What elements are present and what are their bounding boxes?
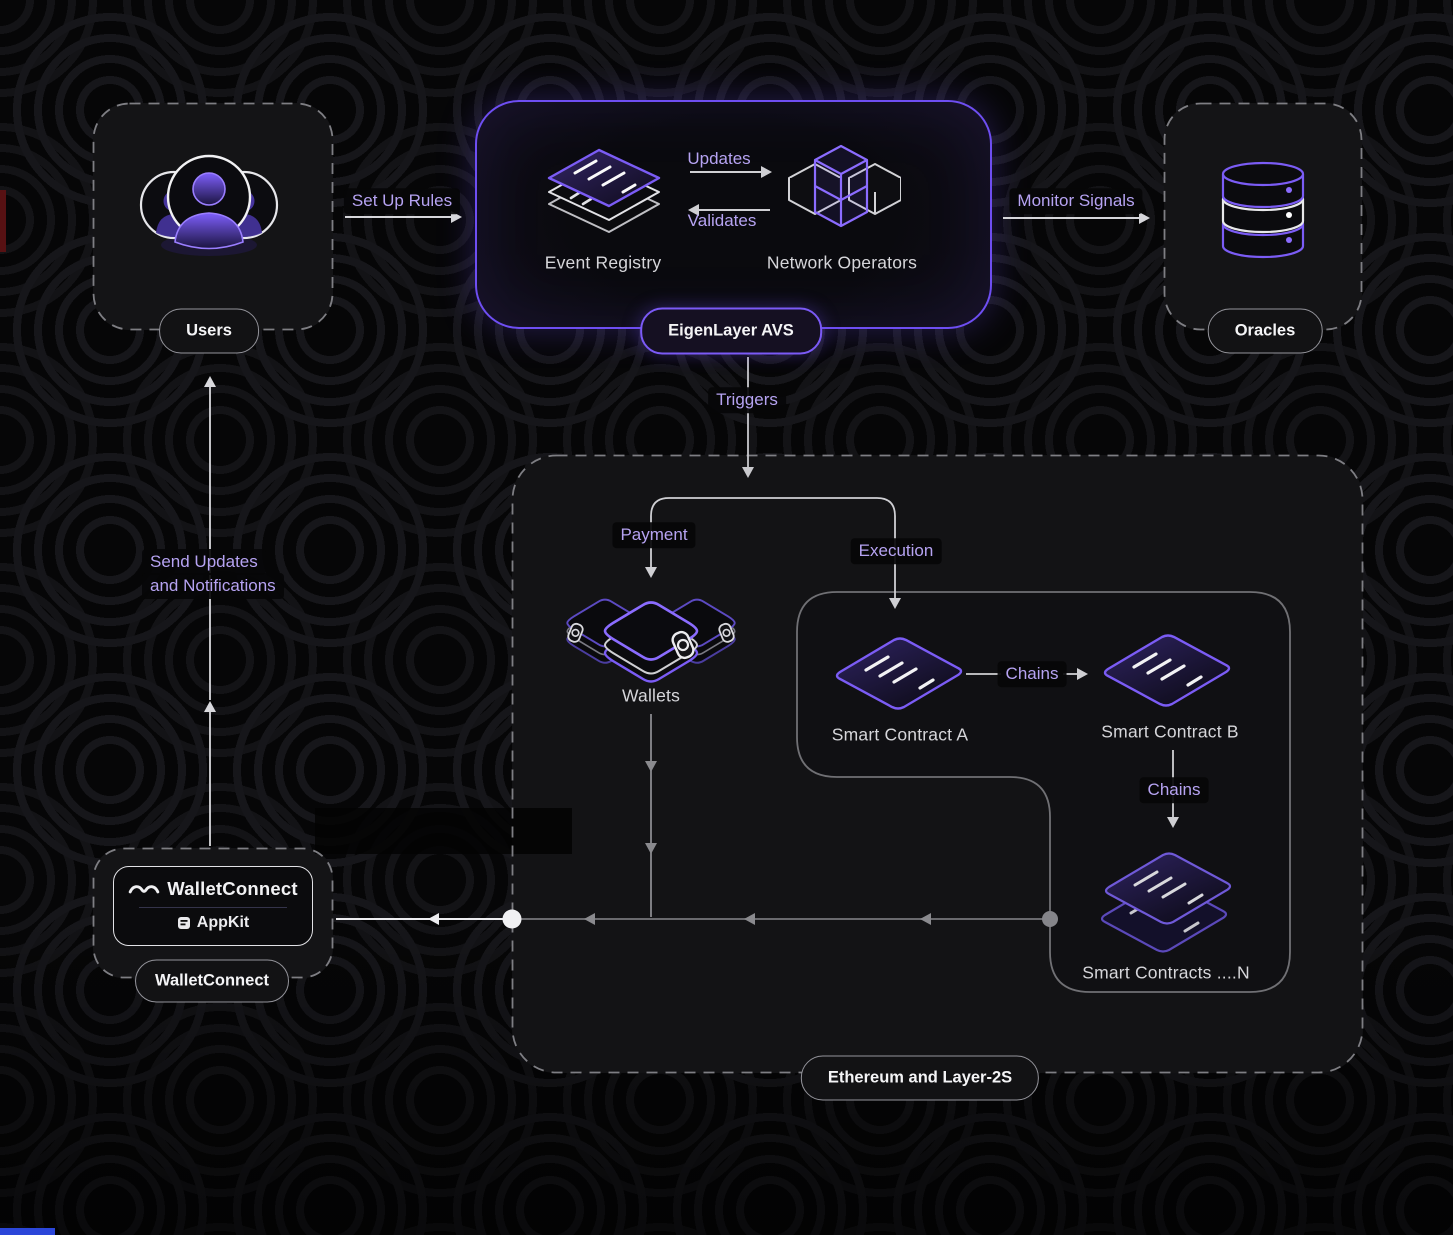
appkit-text: AppKit (196, 914, 250, 931)
walletconnect-pill: WalletConnect (135, 959, 289, 1003)
edge-set-up-rules-arrow (345, 211, 462, 223)
edge-monitor-signals-arrow (1003, 212, 1150, 224)
contract-card-icon-a (835, 637, 963, 710)
edge-label-set-up-rules: Set Up Rules (343, 188, 461, 214)
edge-label-execution: Execution (850, 538, 942, 564)
smart-contract-b-label: Smart Contract B (1101, 721, 1239, 742)
eigenlayer-avs-pill: EigenLayer AVS (640, 307, 822, 355)
smart-contract-a-label: Smart Contract A (831, 724, 969, 745)
wallets-label: Wallets (621, 685, 681, 706)
edge-label-chains-bn: Chains (1139, 777, 1209, 803)
edge-label-updates: Updates (687, 149, 751, 169)
contract-card-icon-b (1103, 634, 1231, 707)
bottom-edge-artifact (0, 1228, 55, 1235)
walletconnect-wave-icon (129, 885, 160, 894)
return-connector-grey (512, 913, 1050, 925)
junction-dot-grey (1042, 911, 1058, 927)
users-icon (139, 154, 279, 256)
document-stack-icon (547, 148, 661, 233)
cubes-icon (788, 144, 901, 228)
card-divider (139, 907, 287, 908)
oracles-pill: Oracles (1207, 308, 1323, 354)
dark-patch (315, 808, 572, 854)
edge-label-and-notifications: and Notifications (142, 573, 284, 599)
smart-contracts-n-label: Smart Contracts ....N (1082, 962, 1250, 983)
junction-dot-white (502, 909, 522, 929)
edge-label-monitor-signals: Monitor Signals (1009, 188, 1143, 214)
edge-validates-arrow (688, 204, 770, 216)
payment-execution-bracket (645, 497, 901, 609)
edge-label-payment: Payment (612, 522, 696, 548)
edge-label-triggers: Triggers (708, 387, 786, 413)
ethereum-layer2-pill: Ethereum and Layer-2S (800, 1055, 1040, 1101)
database-icon (1221, 161, 1305, 259)
edge-triggers-arrow (742, 357, 754, 478)
edge-label-send-updates: Send Updates (142, 549, 266, 575)
event-registry-label: Event Registry (544, 252, 662, 273)
wallets-down-line (645, 714, 657, 917)
eigenlayer-avs-box (475, 100, 992, 329)
walletconnect-logo-text: WalletConnect (167, 878, 298, 899)
users-pill: Users (159, 308, 259, 354)
left-edge-artifact (0, 190, 6, 252)
network-operators-label: Network Operators (766, 252, 918, 273)
send-updates-line (204, 376, 216, 846)
return-connector-white (336, 913, 512, 925)
contract-stack-icon (1100, 852, 1232, 953)
walletconnect-card: WalletConnect AppKit (113, 866, 313, 946)
edge-updates-arrow (690, 166, 772, 178)
appkit-icon (177, 917, 190, 929)
edge-label-chains-ab: Chains (997, 661, 1067, 687)
wallets-icon (566, 598, 736, 683)
edge-label-validates: Validates (687, 211, 757, 231)
